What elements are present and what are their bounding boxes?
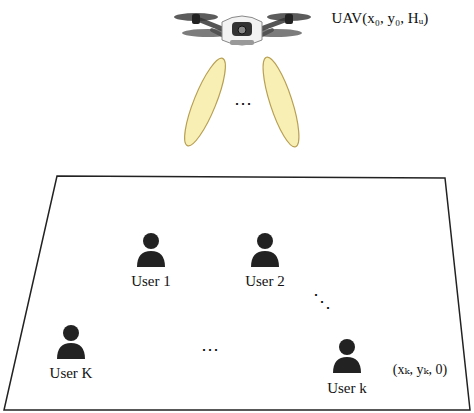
ellipsis: ⋯ bbox=[234, 94, 252, 114]
beam bbox=[177, 54, 306, 150]
user-label: User K bbox=[50, 365, 93, 382]
user-label: User 2 bbox=[245, 273, 285, 290]
user-label: User 1 bbox=[131, 273, 171, 290]
user-icon bbox=[57, 233, 361, 373]
uav-drone bbox=[174, 13, 311, 45]
user-label: User k bbox=[327, 380, 367, 397]
coordinate-label: (xₖ, yₖ, 0) bbox=[393, 362, 448, 377]
uav-label: UAV(x₀, y₀, Hᵤ) bbox=[332, 10, 429, 27]
ground-plane bbox=[4, 176, 470, 410]
ellipsis: ⋱ bbox=[313, 292, 331, 312]
ellipsis: ⋯ bbox=[201, 340, 219, 360]
